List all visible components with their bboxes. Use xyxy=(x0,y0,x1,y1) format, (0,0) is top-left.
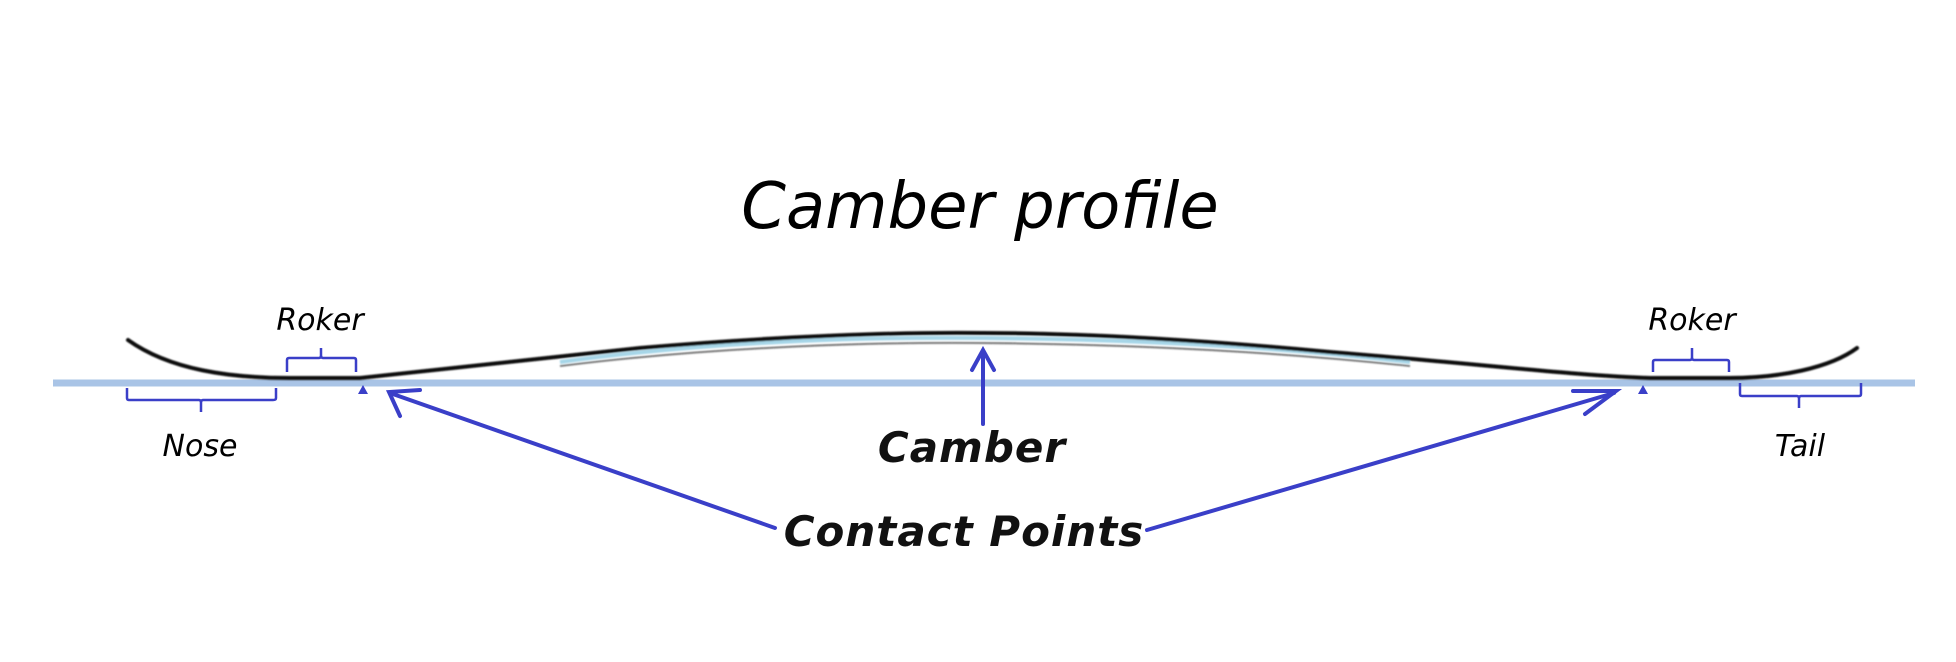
camber-arrow xyxy=(970,345,996,426)
contact-points-label: Contact Points xyxy=(784,507,1145,556)
contact-point-right-marker xyxy=(1638,385,1648,394)
contact-arrow-right xyxy=(1145,389,1623,532)
diagram-title: Camber profile xyxy=(741,170,1219,244)
board-outline xyxy=(126,330,1859,380)
roker-right-bracket xyxy=(1651,348,1731,372)
board-underside xyxy=(559,341,1411,367)
tail-bracket xyxy=(1738,383,1863,408)
contact-point-left-marker xyxy=(358,385,368,394)
roker-left-bracket xyxy=(285,348,358,372)
roker-left-label: Roker xyxy=(276,303,365,338)
board-inner-band xyxy=(559,335,1411,364)
nose-bracket xyxy=(125,388,278,412)
nose-label: Nose xyxy=(163,429,238,464)
roker-right-label: Roker xyxy=(1648,303,1737,338)
camber-label: Camber xyxy=(878,423,1067,472)
tail-label: Tail xyxy=(1775,429,1826,464)
contact-arrow-left xyxy=(385,388,777,530)
snowboard-profile xyxy=(126,330,1859,380)
